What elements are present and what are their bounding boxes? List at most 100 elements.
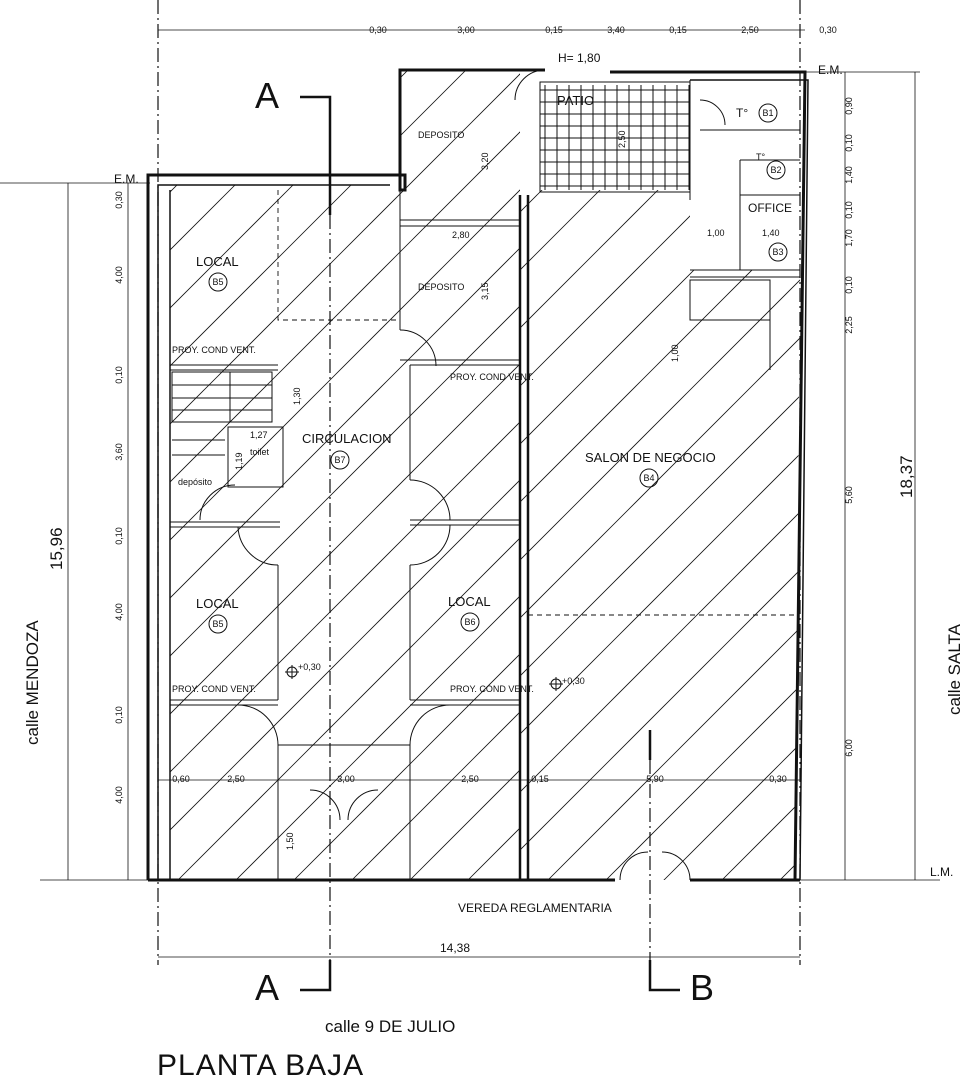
toilet-h: 1,19 bbox=[234, 452, 244, 470]
patio-depth: 2,50 bbox=[617, 130, 627, 148]
dimsRight-3: 0,10 bbox=[844, 201, 854, 219]
level-left: +0,30 bbox=[298, 662, 321, 672]
room-tag-b7: B7 bbox=[330, 450, 350, 470]
deposito-mid-label: DEPOSITO bbox=[418, 282, 464, 292]
street-left: calle MENDOZA bbox=[23, 620, 42, 745]
dimsBottom-2: 3,00 bbox=[337, 774, 355, 784]
stair-left bbox=[172, 372, 272, 456]
dimsRight-4: 1,70 bbox=[844, 229, 854, 247]
deposito-small-label: depósito bbox=[178, 477, 212, 487]
interior-walls bbox=[170, 80, 800, 880]
deposito-top-h: 3,20 bbox=[480, 152, 490, 170]
dimsBottom-5: 5,90 bbox=[646, 774, 664, 784]
dimsLeft-2: 0,10 bbox=[114, 366, 124, 384]
dimsLeft-3: 3,60 bbox=[114, 443, 124, 461]
room-tag-b5b-text: B5 bbox=[212, 619, 223, 629]
dimsLeft-6: 0,10 bbox=[114, 706, 124, 724]
dimsLeft-7: 4,00 bbox=[114, 786, 124, 804]
section-markers bbox=[300, 95, 680, 992]
proy-4: PROY. COND VENT. bbox=[450, 684, 534, 694]
office-label: OFFICE bbox=[748, 201, 792, 215]
exterior-walls bbox=[146, 68, 809, 882]
room-tag-b1-text: B1 bbox=[762, 108, 773, 118]
room-tag-b6-text: B6 bbox=[464, 617, 475, 627]
hatch-left bbox=[170, 70, 520, 880]
stair-right: 1,00 bbox=[670, 344, 680, 362]
dimsRight-5: 0,10 bbox=[844, 276, 854, 294]
room-tag-b2-text: B2 bbox=[770, 165, 781, 175]
dimsRight-0: 0,90 bbox=[844, 97, 854, 115]
deposito-mid-w: 2,80 bbox=[452, 230, 470, 240]
street-right: calle SALTA bbox=[945, 623, 964, 715]
dims-left: 0,304,000,103,600,104,000,104,00 bbox=[114, 191, 124, 804]
dimsTop-4: 0,15 bbox=[669, 25, 687, 35]
room-tag-b5a: B5 bbox=[208, 272, 228, 292]
section-b: B bbox=[690, 967, 714, 1008]
patio-stair bbox=[540, 85, 690, 190]
room-tag-b7-text: B7 bbox=[334, 455, 345, 465]
doors bbox=[199, 69, 726, 881]
toilet-label: toilet bbox=[250, 447, 270, 457]
dimsTop-1: 3,00 bbox=[457, 25, 475, 35]
room-tag-b5a-text: B5 bbox=[212, 277, 223, 287]
dimsTop-5: 2,50 bbox=[741, 25, 759, 35]
deposito-mid-h: 3,15 bbox=[480, 282, 490, 300]
dimsTop-0: 0,30 bbox=[369, 25, 387, 35]
dimsLeft-4: 0,10 bbox=[114, 527, 124, 545]
page-title: PLANTA BAJA bbox=[157, 1049, 364, 1080]
dimsRight-6: 2,25 bbox=[844, 316, 854, 334]
patio-label: PATIO bbox=[557, 93, 594, 108]
room-tag-b4-text: B4 bbox=[643, 473, 654, 483]
room-tag-b5b: B5 bbox=[208, 614, 228, 634]
dimsBottom-4: 0,15 bbox=[531, 774, 549, 784]
dimsRight-8: 6,00 bbox=[844, 739, 854, 757]
salon-label: SALON DE NEGOCIO bbox=[585, 450, 716, 465]
h-patio-dim: H= 1,80 bbox=[558, 51, 601, 65]
entrance-dim: 1,50 bbox=[285, 832, 295, 850]
total-bottom: 14,38 bbox=[440, 941, 470, 955]
room-tag-b3: B3 bbox=[768, 242, 788, 262]
dimsLeft-0: 0,30 bbox=[114, 191, 124, 209]
dimsRight-2: 1,40 bbox=[844, 166, 854, 184]
dimsBottom-1: 2,50 bbox=[227, 774, 245, 784]
proy-3: PROY. COND VENT. bbox=[172, 684, 256, 694]
room-tag-b3-text: B3 bbox=[772, 247, 783, 257]
dimsRight-7: 5,60 bbox=[844, 486, 854, 504]
level-right: +0,30 bbox=[562, 676, 585, 686]
total-right: 18,37 bbox=[897, 455, 916, 498]
toilet-b1-label: T° bbox=[736, 106, 748, 120]
deposito-top-label: DEPOSITO bbox=[418, 130, 464, 140]
lm-marker: L.M. bbox=[930, 865, 953, 879]
total-left: 15,96 bbox=[47, 527, 66, 570]
dimsBottom-3: 2,50 bbox=[461, 774, 479, 784]
dimsTop-2: 0,15 bbox=[545, 25, 563, 35]
section-a-top: A bbox=[255, 75, 279, 116]
sidewalk-label: VEREDA REGLAMENTARIA bbox=[458, 901, 612, 915]
dimension-lines bbox=[67, 29, 916, 958]
room-tag-b4: B4 bbox=[639, 468, 659, 488]
room-tag-b6: B6 bbox=[460, 612, 480, 632]
stair-h: 1,30 bbox=[292, 387, 302, 405]
dims-right: 0,90 0,10 1,40 0,10 1,70 0,10 2,25 5,60 6,00 bbox=[844, 97, 854, 757]
room-tag-b1: B1 bbox=[758, 103, 778, 123]
office-w2: 1,40 bbox=[762, 228, 780, 238]
local-bottom-left-label: LOCAL bbox=[196, 596, 239, 611]
toilet-width: 1,27 bbox=[250, 430, 268, 440]
toilet-b2-label: T° bbox=[756, 152, 765, 162]
office-w1: 1,00 bbox=[707, 228, 725, 238]
dimsRight-1: 0,10 bbox=[844, 134, 854, 152]
proy-1: PROY. COND VENT. bbox=[172, 345, 256, 355]
em-marker-top-right: E.M. bbox=[818, 63, 843, 77]
room-tag-b2: B2 bbox=[766, 160, 786, 180]
section-a-bottom: A bbox=[255, 967, 279, 1008]
local-top-label: LOCAL bbox=[196, 254, 239, 269]
dimsBottom-6: 0,30 bbox=[769, 774, 787, 784]
local-bottom-mid-label: LOCAL bbox=[448, 594, 491, 609]
dimsLeft-5: 4,00 bbox=[114, 603, 124, 621]
level-markers bbox=[285, 665, 563, 691]
em-marker-top-left: E.M. bbox=[114, 172, 139, 186]
dimsTop-3: 3,40 bbox=[607, 25, 625, 35]
